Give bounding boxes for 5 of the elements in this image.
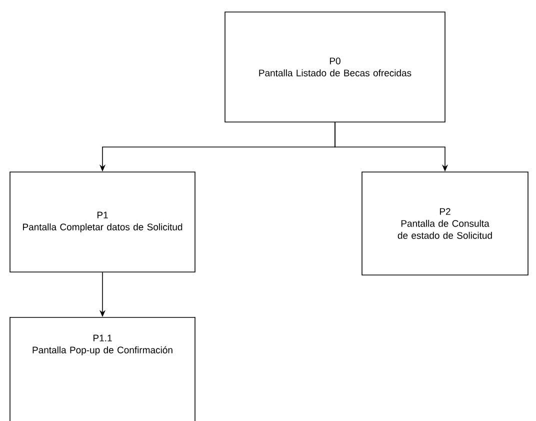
screen-box	[10, 317, 196, 421]
node-text: P1.1 Pantalla Pop-up de Confirmación	[32, 334, 172, 356]
screen-box: P0 Pantalla Listado de Becas ofrecidas	[224, 12, 446, 122]
screen-box: P1 Pantalla Completar datos de Solicitud	[10, 172, 196, 272]
screen-box: P2 Pantalla de Consulta de estado de Solicitud	[362, 172, 528, 276]
